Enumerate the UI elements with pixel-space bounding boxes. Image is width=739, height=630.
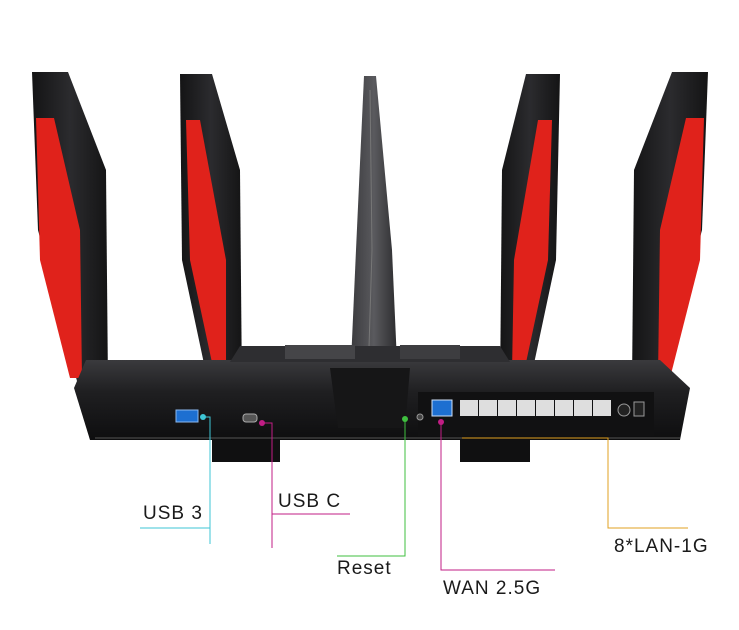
wan-leader bbox=[438, 419, 555, 571]
antenna-inner-left bbox=[180, 74, 242, 392]
label-usbc: USB C bbox=[278, 491, 342, 512]
antenna-outer-left bbox=[32, 72, 108, 385]
usbc-leader bbox=[259, 420, 350, 548]
reset-hole bbox=[416, 413, 424, 421]
usbc-port bbox=[242, 413, 258, 423]
usb3-leader bbox=[140, 414, 211, 544]
lan-ports bbox=[460, 400, 611, 416]
antenna-inner-right bbox=[500, 74, 560, 392]
antenna-center bbox=[350, 76, 398, 385]
usb3-port bbox=[175, 409, 199, 423]
label-reset: Reset bbox=[337, 558, 392, 579]
wan-port bbox=[431, 399, 453, 417]
label-lan: 8*LAN-1G bbox=[614, 536, 709, 557]
reset-leader bbox=[337, 416, 408, 557]
label-usb3: USB 3 bbox=[143, 503, 203, 524]
lan-leader bbox=[462, 437, 688, 529]
label-wan: WAN 2.5G bbox=[443, 578, 542, 599]
antenna-outer-right bbox=[632, 72, 708, 385]
power-button-icon bbox=[617, 401, 645, 417]
